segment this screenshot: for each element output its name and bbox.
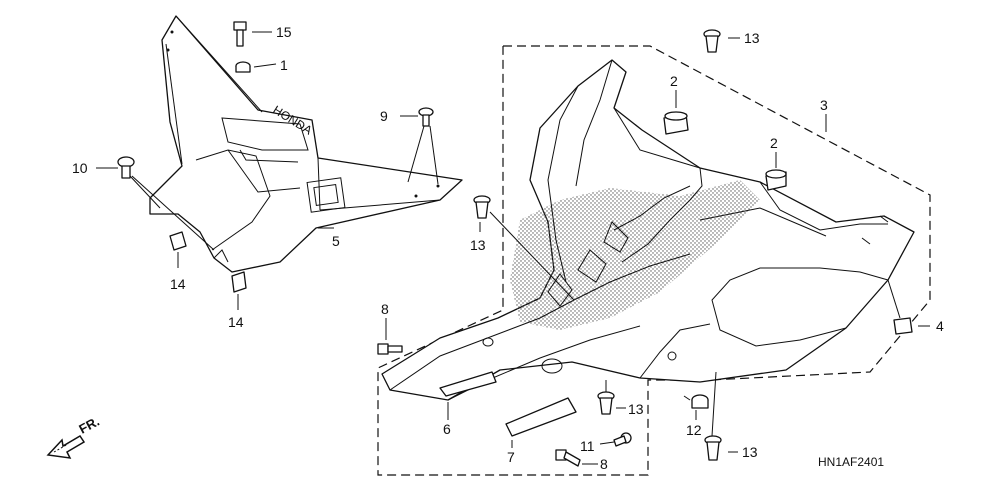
front-direction-arrow <box>46 434 86 459</box>
callout-4: 4 <box>936 318 944 334</box>
part-14-clip-b <box>231 271 247 293</box>
part-8-bolt-bottom <box>555 449 581 467</box>
part-1-collar <box>235 61 251 73</box>
callout-3: 3 <box>820 97 828 113</box>
front-direction-label: FR. <box>76 414 102 437</box>
callout-2-upper: 2 <box>670 73 678 89</box>
part-2-grommet-right <box>765 169 787 191</box>
callout-11: 11 <box>580 438 595 454</box>
callout-8-bottom: 8 <box>600 456 608 472</box>
callout-13-mid: 13 <box>628 401 644 417</box>
diagram-code: HN1AF2401 <box>818 455 884 469</box>
part-3-rear-fender <box>381 59 915 401</box>
part-5-front-cover: HONDA <box>149 15 463 273</box>
part-12-grommet <box>691 394 709 409</box>
leader-lines <box>96 31 930 465</box>
part-10-screw <box>117 156 135 179</box>
part-13-rivet-top <box>703 29 721 53</box>
callout-15: 15 <box>276 24 292 40</box>
part-13-rivet-bottom <box>704 435 722 461</box>
part-9-screw <box>418 107 434 127</box>
part-11-screw <box>613 432 632 447</box>
part-13-rivet-mid <box>597 391 615 415</box>
part-4-clip <box>893 317 913 335</box>
part-2-grommet-upper <box>663 111 689 135</box>
callout-12: 12 <box>686 422 702 438</box>
callout-14-b: 14 <box>228 314 244 330</box>
part-13-rivet-left <box>473 195 491 219</box>
callout-10: 10 <box>72 160 88 176</box>
part-6-plate <box>439 371 497 397</box>
part-14-clip-a <box>169 231 187 251</box>
callout-5: 5 <box>332 233 340 249</box>
part-15-bolt <box>233 21 247 47</box>
callout-2-right: 2 <box>770 135 778 151</box>
part-7-plate <box>505 397 577 437</box>
callout-9: 9 <box>380 108 388 124</box>
callout-13-left: 13 <box>470 237 486 253</box>
part-8-bolt-left <box>377 343 403 355</box>
callout-1: 1 <box>280 57 288 73</box>
callout-8-left: 8 <box>381 301 389 317</box>
callout-6: 6 <box>443 421 451 437</box>
callout-7: 7 <box>507 449 515 465</box>
callout-14-a: 14 <box>170 276 186 292</box>
callout-13-bottom: 13 <box>742 444 758 460</box>
callout-13-top: 13 <box>744 30 760 46</box>
